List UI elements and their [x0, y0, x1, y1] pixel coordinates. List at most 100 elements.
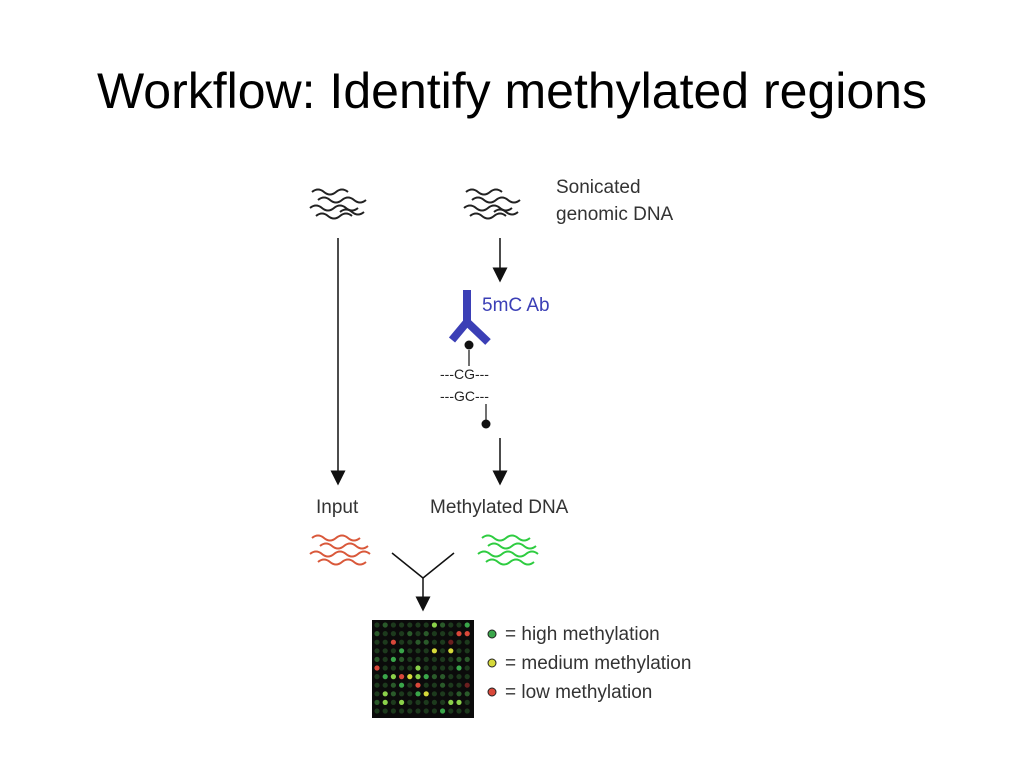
- array-spot: [407, 708, 413, 714]
- array-spot: [431, 674, 437, 680]
- array-spot: [423, 656, 429, 663]
- array-spot: [415, 682, 421, 688]
- array-spot: [390, 682, 396, 688]
- array-spot: [415, 648, 421, 654]
- array-spot: [374, 622, 380, 628]
- array-spot: [464, 674, 470, 680]
- array-spot: [448, 648, 454, 654]
- array-spot: [382, 708, 388, 714]
- array-spot: [456, 648, 462, 654]
- array-spot: [415, 622, 421, 628]
- array-spot: [464, 656, 470, 663]
- array-spot: [456, 631, 462, 637]
- array-spot: [431, 665, 437, 671]
- input-dna-icon: [309, 534, 371, 566]
- array-spot: [456, 656, 462, 663]
- array-spot: [423, 682, 429, 688]
- array-spot: [382, 665, 388, 671]
- array-spot: [456, 708, 462, 714]
- array-spot: [448, 691, 454, 697]
- array-spot: [390, 699, 396, 706]
- array-spot: [440, 674, 446, 680]
- array-spot: [464, 699, 470, 706]
- high-methylation-dot-icon: [487, 629, 497, 639]
- array-spot: [448, 656, 454, 663]
- array-spot: [382, 691, 388, 697]
- array-spot: [456, 691, 462, 697]
- array-spot: [390, 691, 396, 697]
- array-spot: [448, 631, 454, 637]
- array-spot: [382, 674, 388, 680]
- array-spot: [399, 674, 405, 680]
- array-spot: [431, 622, 437, 628]
- array-spot: [423, 699, 429, 706]
- array-spot: [390, 708, 396, 714]
- array-spot: [415, 656, 421, 663]
- sonicated-dna-left-icon: [309, 188, 367, 220]
- array-spot: [374, 708, 380, 714]
- array-spot: [448, 639, 454, 645]
- array-spot: [382, 699, 388, 706]
- methyl-group-top-icon: [464, 340, 474, 366]
- array-spot: [399, 691, 405, 697]
- sonicated-label-line1: Sonicated: [556, 177, 641, 198]
- array-spot: [390, 648, 396, 654]
- array-spot: [374, 691, 380, 697]
- array-spot: [382, 682, 388, 688]
- sonicated-dna-right-icon: [463, 188, 521, 220]
- array-spot: [390, 656, 396, 663]
- array-spot: [399, 631, 405, 637]
- array-spot: [415, 691, 421, 697]
- array-spot: [399, 699, 405, 706]
- array-spot: [390, 622, 396, 628]
- array-spot: [407, 648, 413, 654]
- input-label: Input: [316, 497, 359, 518]
- array-spot: [440, 665, 446, 671]
- array-spot: [399, 656, 405, 663]
- array-spot: [374, 639, 380, 645]
- array-spot: [448, 682, 454, 688]
- array-spot: [464, 639, 470, 645]
- array-spot: [423, 648, 429, 654]
- legend-dots: [487, 629, 497, 697]
- array-spot: [407, 622, 413, 628]
- array-spot: [415, 699, 421, 706]
- array-spot: [407, 631, 413, 637]
- array-spot: [407, 691, 413, 697]
- array-spot: [415, 631, 421, 637]
- array-spot: [448, 674, 454, 680]
- array-spot: [431, 691, 437, 697]
- array-spot: [407, 656, 413, 663]
- array-spot: [423, 665, 429, 671]
- array-spot: [374, 648, 380, 654]
- array-spot: [399, 665, 405, 671]
- array-spot: [448, 622, 454, 628]
- array-spot: [440, 648, 446, 654]
- gc-sequence: ---GC---: [440, 388, 489, 404]
- array-spot: [415, 639, 421, 645]
- array-spot: [407, 674, 413, 680]
- array-spot: [464, 691, 470, 697]
- array-spot: [415, 674, 421, 680]
- array-spot: [423, 691, 429, 697]
- array-spot: [464, 631, 470, 637]
- methyl-group-bottom-icon: [481, 404, 491, 429]
- array-spot: [423, 631, 429, 637]
- array-spot: [440, 682, 446, 688]
- array-spot: [464, 682, 470, 688]
- array-spot: [456, 639, 462, 645]
- array-spot: [423, 708, 429, 714]
- array-spot: [374, 631, 380, 637]
- array-spot: [431, 648, 437, 654]
- array-spot: [464, 708, 470, 714]
- array-spot: [399, 708, 405, 714]
- array-spot: [456, 682, 462, 688]
- array-spot: [448, 665, 454, 671]
- array-spot: [399, 639, 405, 645]
- merge-lines: [391, 552, 455, 612]
- array-spot: [440, 656, 446, 663]
- cg-sequence: ---CG---: [440, 366, 489, 382]
- array-spot: [431, 639, 437, 645]
- antibody-icon: [448, 290, 491, 345]
